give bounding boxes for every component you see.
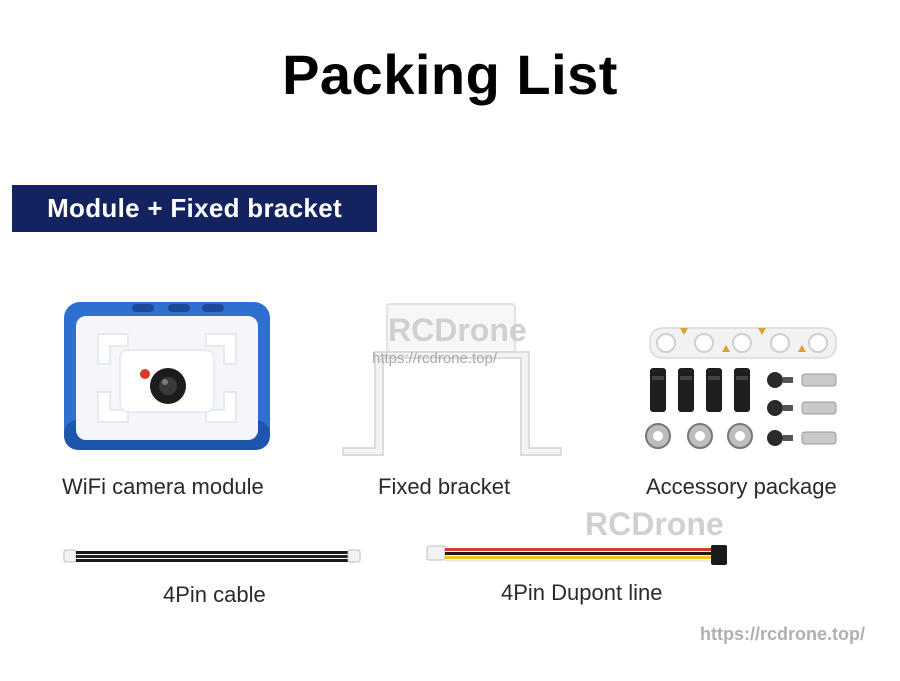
camera-module-icon bbox=[62, 300, 272, 452]
page-title: Packing List bbox=[282, 43, 618, 106]
bracket-watermark-url: https://rcdrone.top/ bbox=[372, 350, 498, 367]
dupont-line-icon bbox=[425, 540, 730, 570]
footer-url: https://rcdrone.top/ bbox=[700, 624, 865, 644]
section-banner: Module + Fixed bracket bbox=[12, 185, 377, 232]
accessory-package-icon bbox=[640, 322, 845, 457]
item-caption-camera: WiFi camera module bbox=[62, 474, 264, 499]
mid-watermark-logo: RCDrone bbox=[585, 506, 724, 542]
item-caption-dupont: 4Pin Dupont line bbox=[501, 580, 663, 605]
bracket-watermark-logo: RCDrone bbox=[388, 312, 527, 348]
item-caption-cable: 4Pin cable bbox=[163, 582, 266, 607]
bracket-icon bbox=[335, 300, 565, 460]
cable-icon bbox=[62, 544, 362, 568]
item-caption-accessory: Accessory package bbox=[646, 474, 837, 499]
item-caption-bracket: Fixed bracket bbox=[378, 474, 511, 499]
